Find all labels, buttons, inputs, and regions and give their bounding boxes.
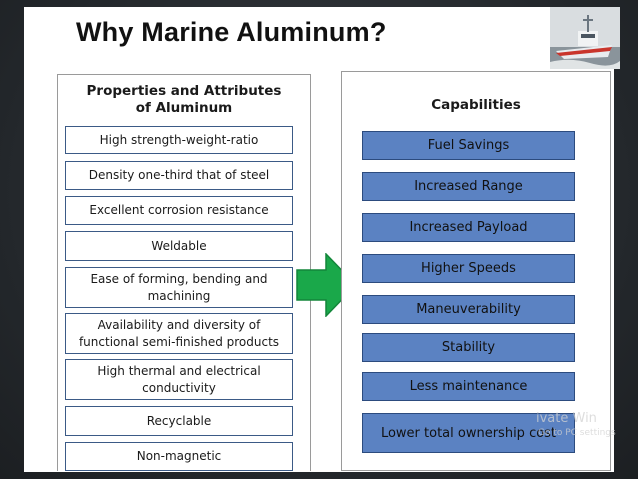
capabilities-heading: Capabilities [431, 97, 521, 113]
capabilities-panel: Capabilities Fuel Savings Increased Rang… [341, 71, 611, 471]
property-item: High strength-weight-ratio [65, 126, 293, 154]
capability-item: Higher Speeds [362, 254, 575, 283]
property-item-line1: High strength-weight-ratio [99, 132, 259, 147]
slide: Why Marine Aluminum? Properties and Attr… [24, 7, 620, 472]
properties-panel: Properties and Attributes of Aluminum Hi… [57, 74, 311, 471]
capability-item: Less maintenance [362, 372, 575, 401]
property-item-line1: Weldable [151, 238, 207, 253]
property-item: Density one-third that of steel [65, 161, 293, 190]
property-item: Recyclable [65, 406, 293, 436]
property-item-line1: Excellent corrosion resistance [89, 203, 269, 217]
activate-windows-watermark: ivate Win Go to PC settings [536, 411, 616, 438]
property-item: Non-magnetic [65, 442, 293, 471]
capability-item: Maneuverability [362, 295, 575, 324]
property-item-line2: machining [147, 288, 211, 303]
property-item: Ease of forming, bending and machining [65, 267, 293, 308]
slide-title: Why Marine Aluminum? [76, 17, 387, 47]
property-item-line1: Ease of forming, bending and [90, 271, 268, 286]
capability-item: Lower total ownership cost [362, 413, 575, 453]
property-item: Weldable [65, 231, 293, 261]
property-item-line1: High thermal and electrical [97, 363, 261, 378]
capability-item: Increased Payload [362, 213, 575, 242]
property-item: High thermal and electrical conductivity [65, 359, 293, 400]
watermark-line2: Go to PC settings [538, 428, 616, 438]
property-item: Excellent corrosion resistance [65, 196, 293, 225]
property-item: Availability and diversity of functional… [65, 313, 293, 354]
properties-heading-line2: of Aluminum [135, 100, 233, 116]
capability-item: Stability [362, 333, 575, 362]
boat-image [550, 7, 620, 69]
capability-item: Increased Range [362, 172, 575, 201]
capability-item: Fuel Savings [362, 131, 575, 160]
property-item-line2: functional semi-finished products [78, 334, 280, 349]
properties-heading: Properties and Attributes of Aluminum [58, 83, 310, 117]
property-item-line1: Recyclable [146, 413, 212, 428]
property-item-line1: Non-magnetic [136, 449, 222, 463]
property-item-line2: conductivity [142, 380, 216, 395]
property-item-line1: Density one-third that of steel [88, 168, 270, 182]
properties-heading-line1: Properties and Attributes [86, 83, 282, 99]
watermark-line1: ivate Win [536, 411, 597, 426]
property-item-line1: Availability and diversity of [97, 317, 261, 332]
